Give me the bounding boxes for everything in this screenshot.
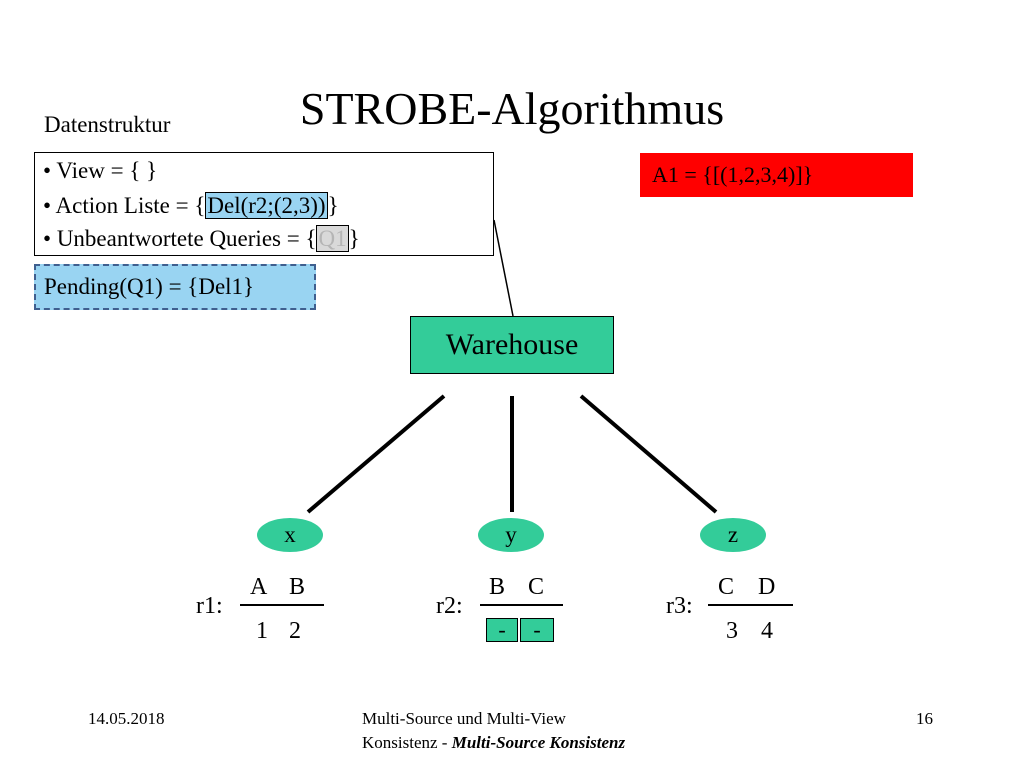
queries-prefix: Unbeantwortete Queries = {: [56, 226, 317, 251]
relation-r1-col-b: B: [289, 574, 306, 600]
datastructure-box: • View = { } • Action Liste = {Del(r2;(2…: [34, 152, 494, 256]
action-list-prefix: Action Liste = {: [55, 193, 206, 218]
warehouse-box: Warehouse: [410, 316, 614, 374]
answer-box: A1 = {[(1,2,3,4)]}: [640, 153, 913, 197]
source-node-y: y: [478, 518, 544, 552]
view-text: View = { }: [56, 158, 158, 183]
queries-suffix: }: [348, 226, 360, 251]
bullet-icon: •: [43, 158, 52, 183]
footer-line2-prefix: Konsistenz -: [362, 733, 452, 752]
slide-title: STROBE-Algorithmus: [299, 83, 725, 134]
relation-r2-name: r2:: [436, 593, 463, 619]
view-line: • View = { }: [43, 157, 157, 185]
footer-page-number: 16: [916, 709, 933, 728]
queries-highlight: Q1: [316, 225, 349, 252]
edge-warehouse-z: [579, 394, 718, 514]
datenstruktur-label: Datenstruktur: [44, 112, 171, 137]
pending-box: Pending(Q1) = {Del1}: [34, 264, 316, 310]
footer-line1: Multi-Source und Multi-View: [362, 709, 566, 728]
relation-r2-val-2: -: [520, 618, 554, 642]
relation-r1-col-a: A: [250, 574, 268, 600]
relation-r3-col-d: D: [758, 574, 776, 600]
relation-r3-val-1: 3: [726, 618, 738, 644]
action-highlight: Del(r2;(2,3)): [205, 192, 328, 219]
action-list-line: • Action Liste = {Del(r2;(2,3))}: [43, 192, 339, 220]
footer-line2: Konsistenz - Multi-Source Konsistenz: [362, 733, 625, 753]
footer-line2-italic: Multi-Source Konsistenz: [451, 733, 626, 752]
relation-r3-name: r3:: [666, 593, 693, 619]
relation-r1-name: r1:: [196, 593, 223, 619]
bullet-icon: •: [43, 193, 52, 218]
relation-r2-val-1: -: [486, 618, 518, 642]
relation-r2-col-c: C: [528, 574, 545, 600]
datastructure-connector: [493, 219, 514, 317]
footer-date: 14.05.2018: [88, 709, 165, 728]
relation-r1-val-1: 1: [256, 618, 268, 644]
source-node-z: z: [700, 518, 766, 552]
edge-warehouse-x: [306, 394, 446, 514]
relation-r3-val-2: 4: [761, 618, 773, 644]
relation-r2-col-b: B: [489, 574, 506, 600]
bullet-icon: •: [43, 226, 52, 251]
relation-r3-col-c: C: [718, 574, 735, 600]
relation-r1-val-2: 2: [289, 618, 301, 644]
action-list-suffix: }: [327, 193, 339, 218]
source-node-x: x: [257, 518, 323, 552]
queries-line: • Unbeantwortete Queries = {Q1}: [43, 225, 360, 253]
